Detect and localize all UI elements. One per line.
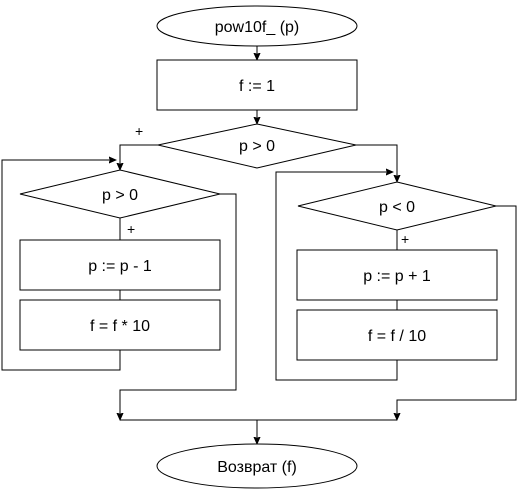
right-loop-step1-label: p := p + 1 [363,268,431,285]
edge-left-loop-exit [120,193,237,420]
start-label: pow10f_ (p) [215,19,300,36]
edge-branch-yes-to-left-condition [120,144,158,170]
right-loop-step1 [296,249,498,301]
edge-left-loop-back [1,160,121,371]
edge-right-loop-exit [397,205,517,420]
edge-branch-no-to-right-condition [356,144,397,182]
right-loop-condition-label: p < 0 [379,199,415,216]
right-loop-step2-label: f = f / 10 [368,328,426,345]
branch-yes-label: + [135,123,143,139]
init-label: f := 1 [239,78,275,95]
right-loop-yes-label: + [401,231,409,247]
left-loop-step2 [19,299,221,351]
left-loop-step1-label: p := p - 1 [88,258,152,275]
branch-label: p > 0 [239,138,275,155]
branch-decision [157,123,357,169]
left-loop-step1 [19,239,221,291]
left-loop-yes-label: + [127,221,135,237]
end-label: Возврат (f) [217,459,297,476]
right-loop-decision [297,181,497,231]
left-loop-decision [19,169,221,219]
init-process [156,59,358,111]
end-terminator [156,443,358,489]
start-terminator [156,5,358,47]
left-loop-condition-label: p > 0 [102,187,138,204]
left-loop-step2-label: f = f * 10 [90,318,150,335]
edge-right-loop-back [275,172,398,381]
right-loop-step2 [296,309,498,361]
